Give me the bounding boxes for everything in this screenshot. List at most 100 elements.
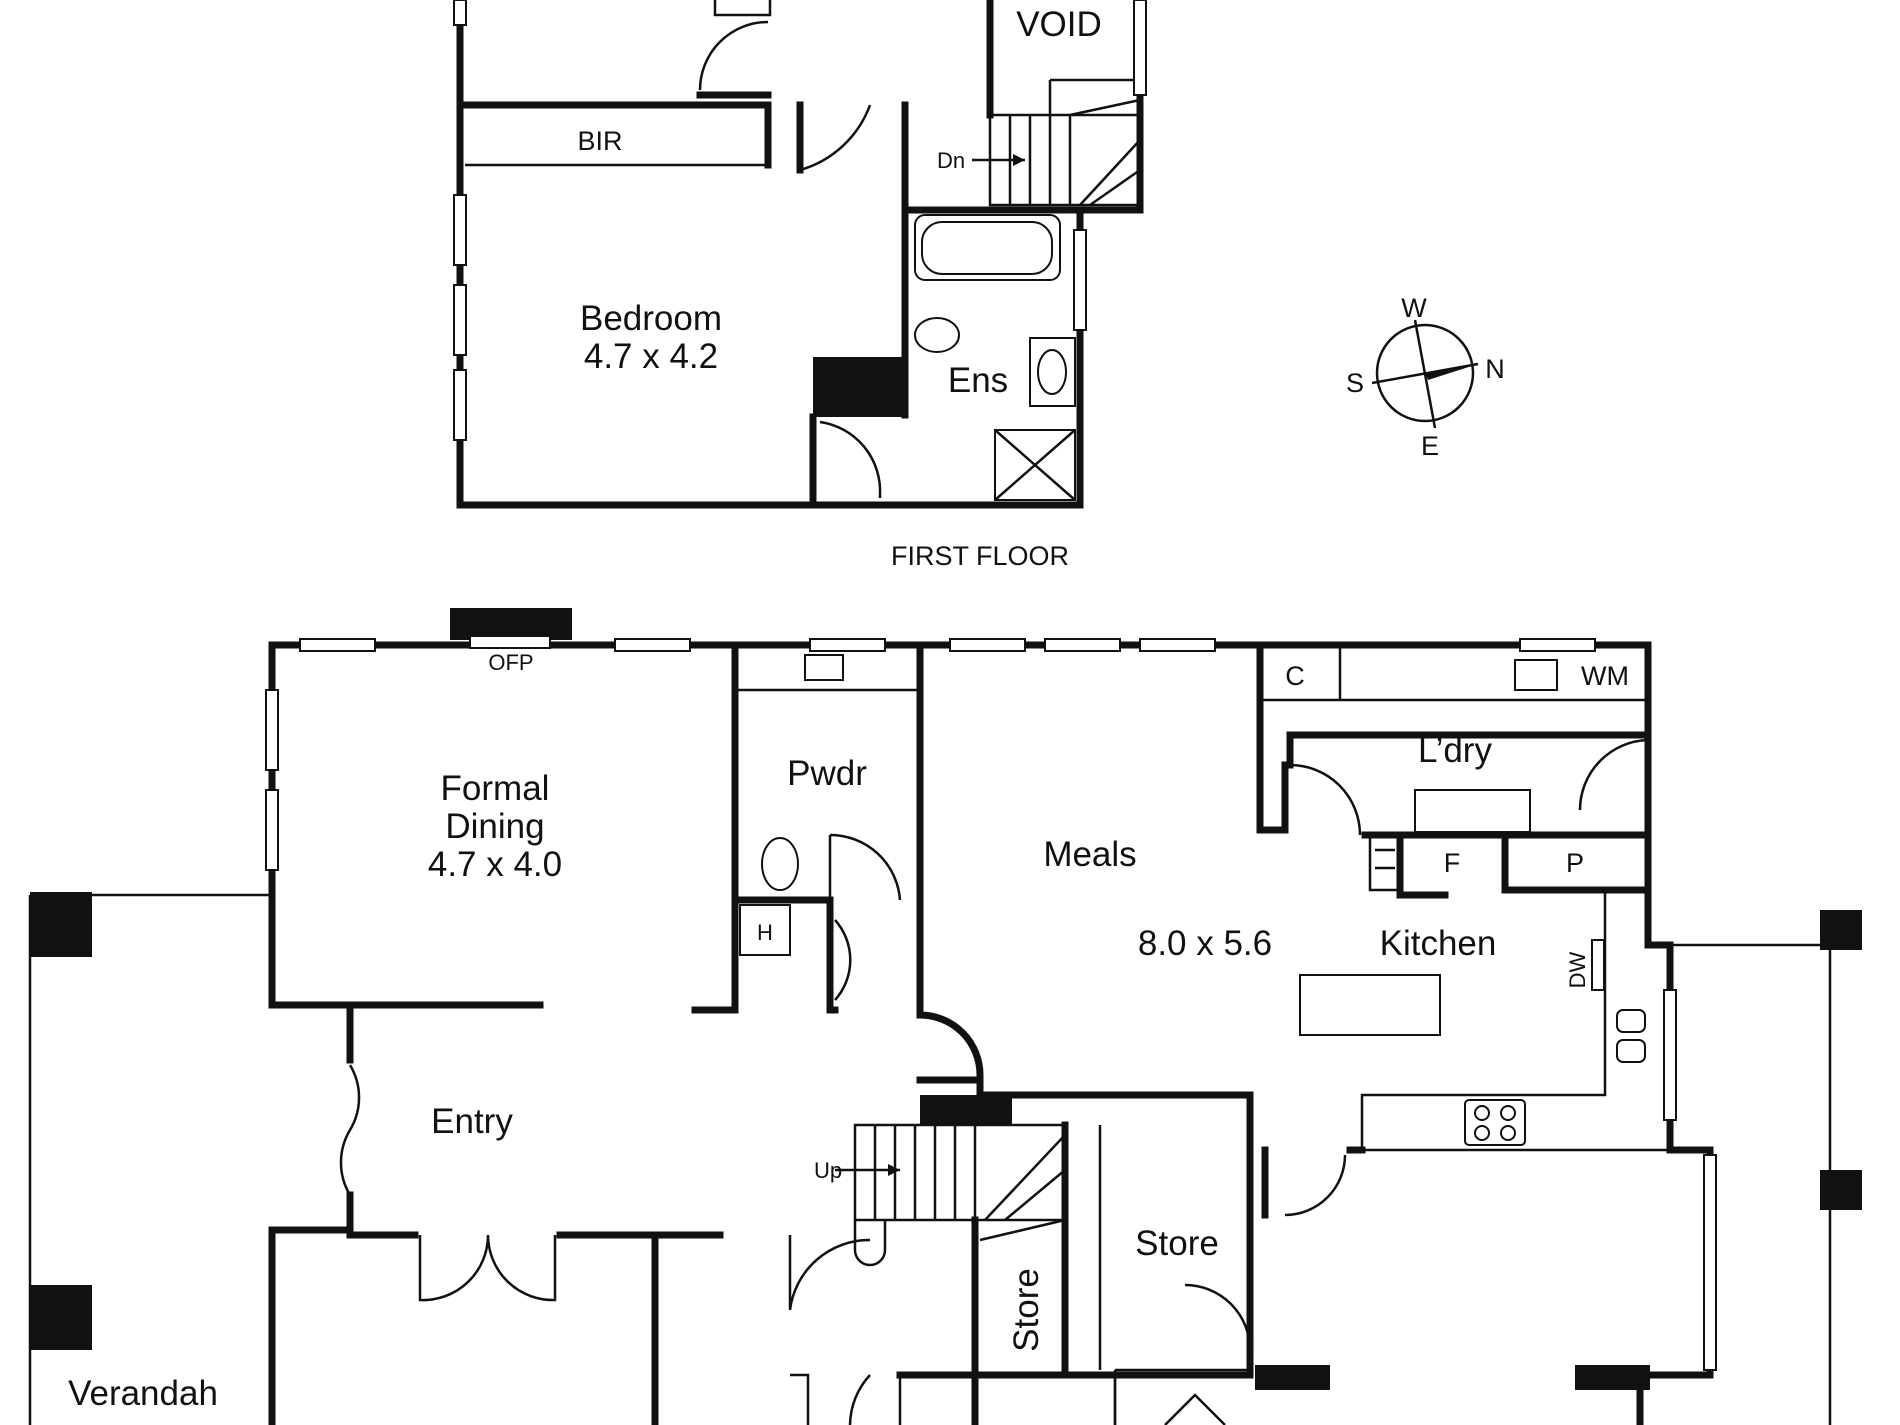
- pwdr-inner-door: [834, 919, 852, 1001]
- compass-n: N: [1485, 354, 1505, 384]
- window: [1073, 229, 1087, 331]
- window: [453, 284, 467, 356]
- bedroom-label: Bedroom: [580, 299, 722, 338]
- bir-wall: [456, 101, 772, 169]
- bedroom-size: 4.7 x 4.2: [584, 337, 718, 376]
- burner: [1500, 1125, 1516, 1141]
- basin: [1037, 349, 1067, 395]
- washing-machine: [1514, 659, 1558, 691]
- meals-label: Meals: [1043, 835, 1136, 874]
- formal-label: Formal: [441, 769, 550, 808]
- window: [614, 638, 691, 652]
- dishwasher: [1591, 939, 1605, 991]
- meals-size: 8.0 x 5.6: [1138, 924, 1272, 963]
- compass-needle: [1425, 364, 1478, 380]
- entry-double-door: [339, 1064, 361, 1196]
- laundry-door: [1289, 763, 1362, 836]
- store-under-stairs-label: Store: [1007, 1268, 1046, 1352]
- dining-label: Dining: [445, 807, 544, 846]
- laundry-wall: [1256, 641, 1289, 834]
- ofp-hearth: [469, 635, 551, 649]
- first-floor-label: FIRST FLOOR: [891, 541, 1069, 571]
- ground-wall-north: [268, 641, 1674, 1154]
- fireplace-block-2: [920, 1095, 1012, 1125]
- window: [1133, 0, 1147, 96]
- pantry-wall: [1501, 831, 1652, 894]
- bathtub-inner: [921, 221, 1053, 275]
- window: [299, 638, 376, 652]
- post: [30, 892, 92, 957]
- dw-label: DW: [1565, 951, 1590, 988]
- void-label: VOID: [1016, 5, 1102, 44]
- door-swing: [698, 20, 769, 91]
- bedroom-door-swing: [819, 420, 882, 498]
- dn-label: Dn: [937, 148, 965, 173]
- window: [453, 194, 467, 266]
- post-wall: [1575, 1365, 1650, 1390]
- compass: W N S E: [1346, 293, 1505, 461]
- pwdr-door: [828, 833, 902, 901]
- post: [1820, 910, 1862, 950]
- family-door: [1284, 1154, 1347, 1217]
- laundry-door-2: [1578, 738, 1649, 811]
- ens-label: Ens: [948, 361, 1008, 400]
- first-floor-stairs: [988, 78, 1142, 207]
- window: [265, 789, 279, 871]
- kitchen-label: Kitchen: [1380, 924, 1497, 963]
- chimney-block: [813, 357, 908, 417]
- lower-door: [788, 1235, 871, 1311]
- h-label: H: [757, 920, 773, 945]
- post: [1820, 1170, 1862, 1210]
- window: [1519, 638, 1596, 652]
- laundry-wall-mid: [1286, 731, 1652, 769]
- pwdr-window-box: [804, 654, 844, 681]
- ldry-label: L’dry: [1418, 731, 1492, 770]
- wm-label: WM: [1581, 661, 1629, 691]
- compass-w: W: [1401, 293, 1427, 323]
- c-closet: [1260, 645, 1648, 702]
- first-floor: VOID BIR Dn Bedroom 4.7 x 4.2 Ens FIRST …: [453, 0, 1147, 571]
- p-label: P: [1566, 848, 1584, 878]
- basin-unit: [739, 904, 791, 956]
- cooktop: [1464, 1099, 1526, 1146]
- f-cabinet: [1368, 835, 1402, 892]
- compass-e: E: [1421, 431, 1439, 461]
- window: [453, 369, 467, 441]
- sink: [1616, 1009, 1646, 1033]
- ground-floor: OFP Formal Dining 4.7 x 4.0 Pwdr H Meals…: [28, 608, 1862, 1425]
- newel: [853, 1220, 887, 1267]
- burner: [1474, 1105, 1490, 1121]
- window: [1044, 638, 1121, 652]
- window: [809, 638, 886, 652]
- entry-lower-doors: [418, 1234, 557, 1302]
- lower-door-2: [790, 1373, 871, 1425]
- toilet: [914, 317, 960, 353]
- window: [453, 0, 467, 26]
- toilet: [761, 837, 799, 891]
- f-label: F: [1444, 848, 1461, 878]
- hall-door-swing: [799, 104, 872, 172]
- kitchen-island: [1299, 974, 1441, 1036]
- burner: [1500, 1105, 1516, 1121]
- entry-label: Entry: [431, 1102, 513, 1141]
- lower-lines: [898, 1375, 1117, 1425]
- sink: [1616, 1039, 1646, 1063]
- window-bay: [1703, 1154, 1717, 1371]
- kitchen-bench: [1360, 890, 1670, 1152]
- store-door: [1184, 1283, 1252, 1351]
- closet-top: [713, 0, 772, 17]
- pwdr-inner-wall: [731, 896, 839, 1014]
- f-cabinet-lines: [1375, 848, 1395, 870]
- compass-ring: [1375, 323, 1475, 423]
- verandah-right: [1670, 943, 1832, 1425]
- verandah-label: Verandah: [68, 1374, 218, 1413]
- store-big-wall: [1006, 1091, 1254, 1379]
- compass-s: S: [1346, 368, 1364, 398]
- ens-wall-top: [901, 101, 1084, 214]
- ground-floor-stairs: [853, 1123, 1067, 1267]
- fireplace-block: [450, 608, 572, 640]
- burner: [1474, 1125, 1490, 1141]
- pwdr-wall: [691, 641, 739, 1014]
- laundry-bench: [1414, 789, 1531, 833]
